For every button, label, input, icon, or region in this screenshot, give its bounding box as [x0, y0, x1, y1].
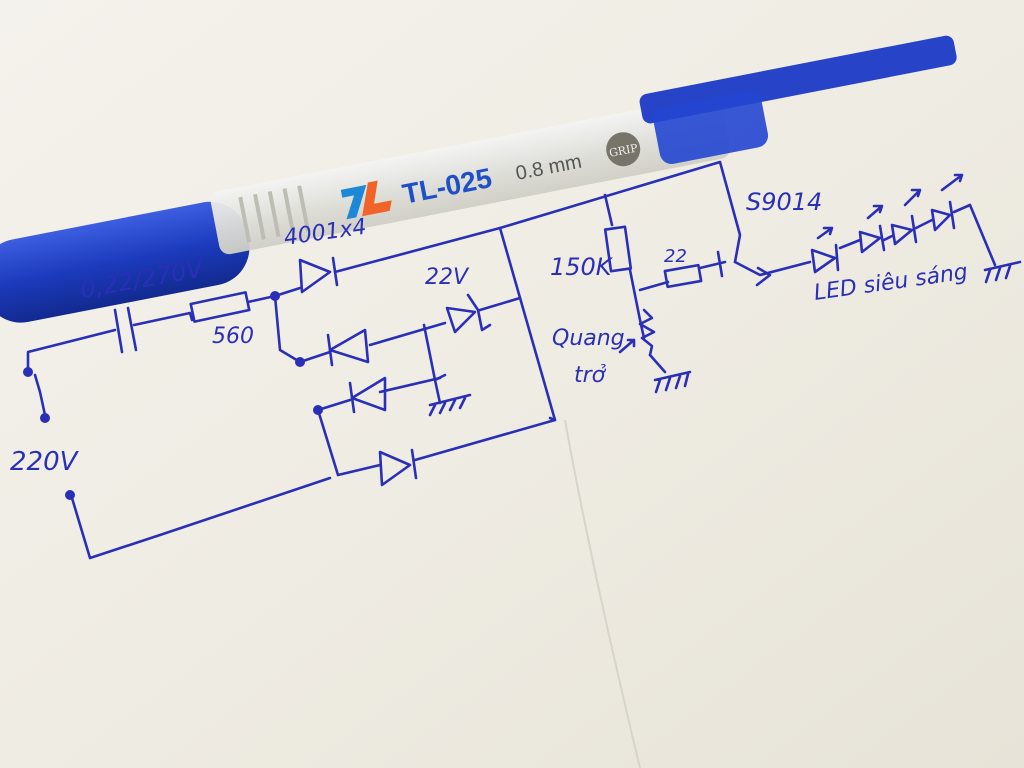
zener-label: 22V: [425, 265, 470, 290]
pen: TL-025 0.8 mm GRIP: [0, 35, 957, 323]
zener-diode-icon: [445, 293, 492, 334]
led-icon: [858, 204, 886, 254]
pen-grip: [0, 201, 250, 323]
pen-logo-icon: [340, 180, 392, 220]
capacitor-symbol: [113, 306, 138, 354]
grip-badge: [606, 132, 641, 167]
rectifier-diode-icon: [326, 328, 370, 367]
ldr-label-line1: Quang: [552, 326, 625, 351]
rectifier-diode-icon: [348, 376, 387, 414]
bias-resistor-label: 150K: [550, 253, 614, 281]
paper-fold-line: [564, 419, 641, 768]
rectifier-diode-icon: [298, 256, 339, 294]
mains-voltage-label: 220V: [10, 447, 80, 477]
led-icon: [810, 226, 840, 274]
led-icon: [882, 173, 972, 242]
led-icon: [890, 188, 922, 246]
ground-icon: [653, 370, 692, 394]
ground-icon: [983, 260, 1022, 284]
series-resistor-label: 560: [212, 324, 254, 349]
pen-spring: [238, 185, 310, 243]
grip-badge-text: GRIP: [608, 141, 639, 159]
ground-icon: [428, 378, 472, 417]
rectifier-diode-icon: [378, 448, 418, 487]
series-resistor-symbol: [189, 291, 251, 323]
transistor-label: S9014: [746, 188, 822, 216]
photoresistor-icon: [618, 308, 656, 357]
ldr-label-line2: trở: [574, 363, 607, 388]
base-resistor-symbol: [663, 263, 703, 289]
base-resistor-label: 22: [664, 246, 687, 267]
transistor-symbol: [716, 250, 772, 287]
pen-cap: [653, 90, 769, 165]
mains-terminals: [23, 291, 323, 500]
pen-clear-barrel: [210, 95, 730, 255]
bias-resistor-symbol: [603, 225, 633, 273]
